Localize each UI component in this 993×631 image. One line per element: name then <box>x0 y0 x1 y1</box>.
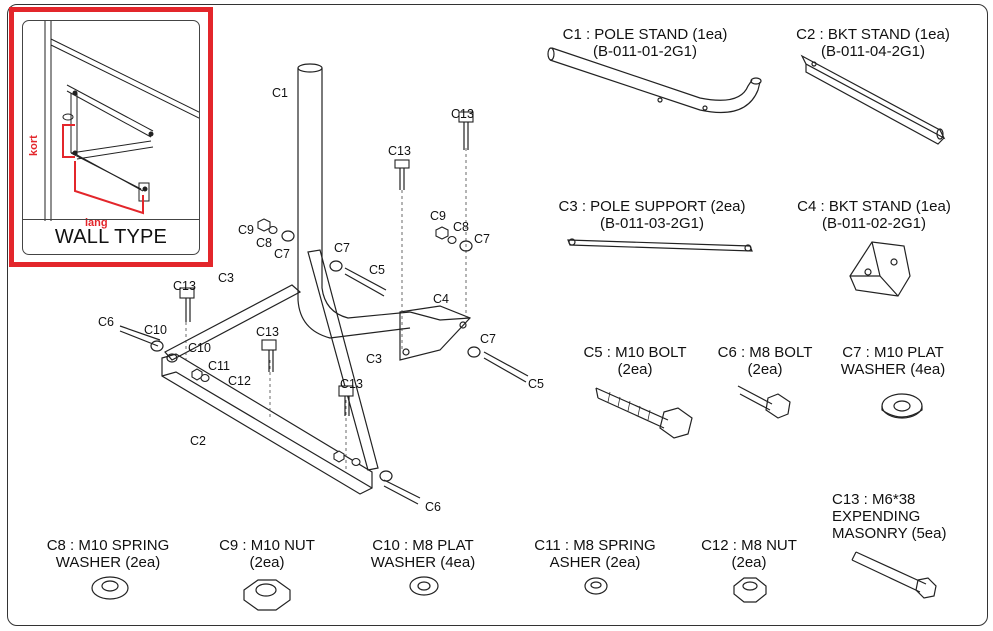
part-label-c1: C1 : POLE STAND (1ea)(B-011-01-2G1) <box>562 26 728 60</box>
callout-c13-b: C13 <box>451 107 474 121</box>
callout-c5-top: C5 <box>369 263 385 277</box>
callout-c9-right: C9 <box>430 209 446 223</box>
long-label: lang <box>85 217 108 229</box>
callout-c10-a: C10 <box>144 323 167 337</box>
part-label-c12: C12 : M8 NUT(2ea) <box>701 537 797 571</box>
wall-type-inner: kort lang WALL TYPE <box>22 20 200 255</box>
part-label-c2: C2 : BKT STAND (1ea)(B-011-04-2G1) <box>796 26 950 60</box>
callout-c6-bottom: C6 <box>425 500 441 514</box>
callout-c3-right: C3 <box>366 352 382 366</box>
callout-c10-b: C10 <box>188 341 211 355</box>
sheet-frame <box>7 4 988 626</box>
callout-c11: C11 <box>208 359 231 373</box>
part-label-c9: C9 : M10 NUT(2ea) <box>219 537 315 571</box>
callout-c7-b: C7 <box>334 241 350 255</box>
part-label-c4: C4 : BKT STAND (1ea)(B-011-02-2G1) <box>797 198 951 232</box>
callout-c4: C4 <box>433 292 449 306</box>
wall-type-panel: kort lang WALL TYPE <box>9 7 213 267</box>
part-label-c5: C5 : M10 BOLT(2ea) <box>583 344 687 378</box>
wall-type-drawing <box>44 21 199 221</box>
callout-c13-e: C13 <box>340 377 363 391</box>
callout-c8-left: C8 <box>256 236 272 250</box>
callout-c13-a: C13 <box>388 144 411 158</box>
callout-c12: C12 <box>228 374 251 388</box>
part-label-c6: C6 : M8 BOLT(2ea) <box>717 344 813 378</box>
callout-c2: C2 <box>190 434 206 448</box>
wall-type-title: WALL TYPE <box>23 219 199 254</box>
callout-c1: C1 <box>272 86 288 100</box>
callout-c6-left: C6 <box>98 315 114 329</box>
callout-c9-left: C9 <box>238 223 254 237</box>
callout-c13-c: C13 <box>173 279 196 293</box>
callout-c5-right: C5 <box>528 377 544 391</box>
callout-c8-right: C8 <box>453 220 469 234</box>
callout-c7-c: C7 <box>474 232 490 246</box>
callout-c7-d: C7 <box>480 332 496 346</box>
callout-c13-d: C13 <box>256 325 279 339</box>
callout-c3-left: C3 <box>218 271 234 285</box>
callout-c7-a: C7 <box>274 247 290 261</box>
part-label-c3: C3 : POLE SUPPORT (2ea)(B-011-03-2G1) <box>558 198 746 232</box>
